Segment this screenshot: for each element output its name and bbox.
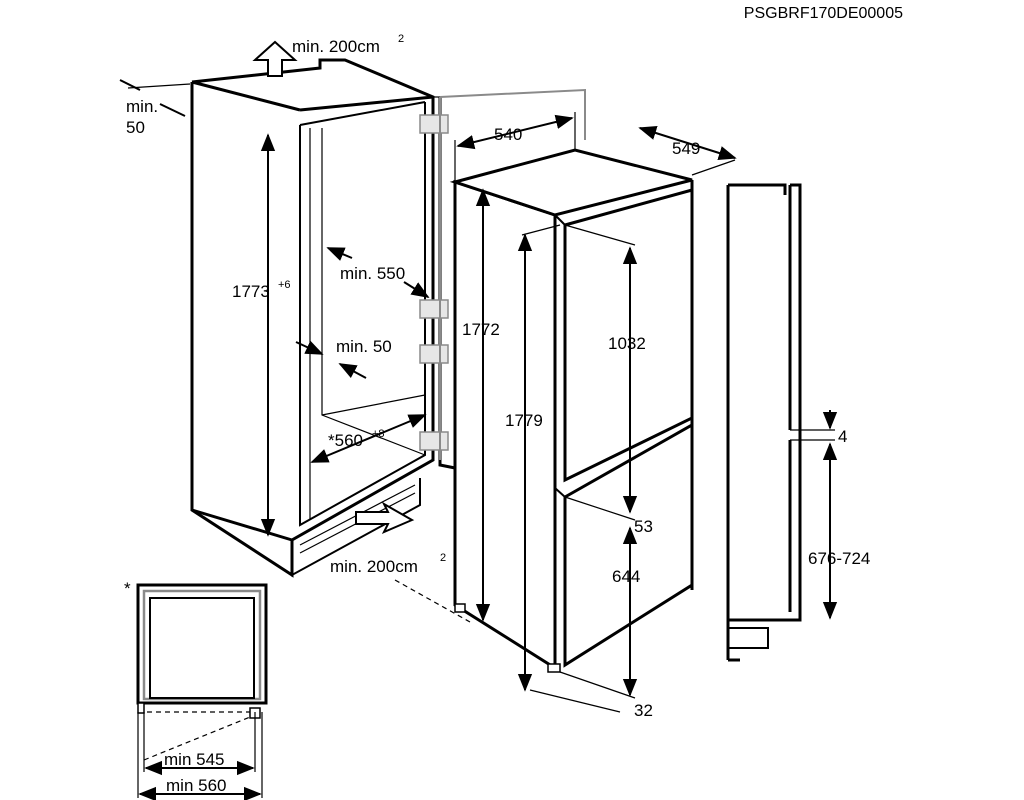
plan-view <box>136 583 268 798</box>
hinge-bottom <box>419 431 449 451</box>
appliance-depth-dimension <box>638 126 737 160</box>
vent-top-label: min. 200cm <box>292 37 380 56</box>
vent-arrow-up-icon <box>252 40 298 77</box>
hinge-top <box>419 114 449 134</box>
vent-bottom-label: min. 200cm <box>330 557 418 576</box>
side-section <box>726 183 835 662</box>
upper-door-label: 1032 <box>608 334 646 353</box>
vent-bottom-sup: 2 <box>440 552 446 564</box>
gap-top-arrow-b <box>159 103 186 117</box>
rear-gap-label: min. 50 <box>336 337 392 356</box>
plan-min-560-label: min 560 <box>166 776 226 795</box>
vent-top-sup: 2 <box>398 33 404 45</box>
appliance-body <box>449 148 694 673</box>
depth-min-label: min. 550 <box>340 264 405 283</box>
niche-width-sup: +8 <box>372 428 385 440</box>
side-range-label: 676-724 <box>808 549 870 568</box>
niche-width-dimension <box>310 414 427 463</box>
hinge-mid-lower <box>419 344 449 364</box>
gap-top-arrow-a <box>119 79 141 91</box>
depth-arrow-b <box>403 281 430 298</box>
gap-top-min-label: min. <box>126 97 158 116</box>
overall-height-label: 1779 <box>505 411 543 430</box>
niche-cabinet <box>190 58 456 578</box>
lower-door-label: 644 <box>612 567 640 586</box>
rear-gap-arrow-a <box>295 340 324 355</box>
niche-height-sup: +6 <box>278 279 291 291</box>
appliance-width-dimension <box>456 114 574 150</box>
asterisk-note: * <box>124 579 131 598</box>
bottom-gap-label: 32 <box>634 701 653 720</box>
niche-width-label: *560 <box>328 431 363 450</box>
drawing-code: PSGBRF170DE00005 <box>744 5 903 22</box>
gap-top-value-label: 50 <box>126 118 145 137</box>
appliance-width-label: 540 <box>494 125 522 144</box>
door-gap-label: 53 <box>634 517 653 536</box>
appliance-height-label: 1772 <box>462 320 500 339</box>
vent-arrow-in-icon <box>355 501 415 534</box>
depth-arrow <box>326 247 353 261</box>
furniture-door-panel <box>439 88 586 460</box>
hinge-mid-upper <box>419 299 449 319</box>
niche-height-label: 1773 <box>232 282 270 301</box>
appliance-depth-label: 549 <box>672 139 700 158</box>
rear-gap-arrow-b <box>338 363 367 379</box>
side-gap-label: 4 <box>838 427 847 446</box>
plan-min-545-label: min 545 <box>164 750 224 769</box>
